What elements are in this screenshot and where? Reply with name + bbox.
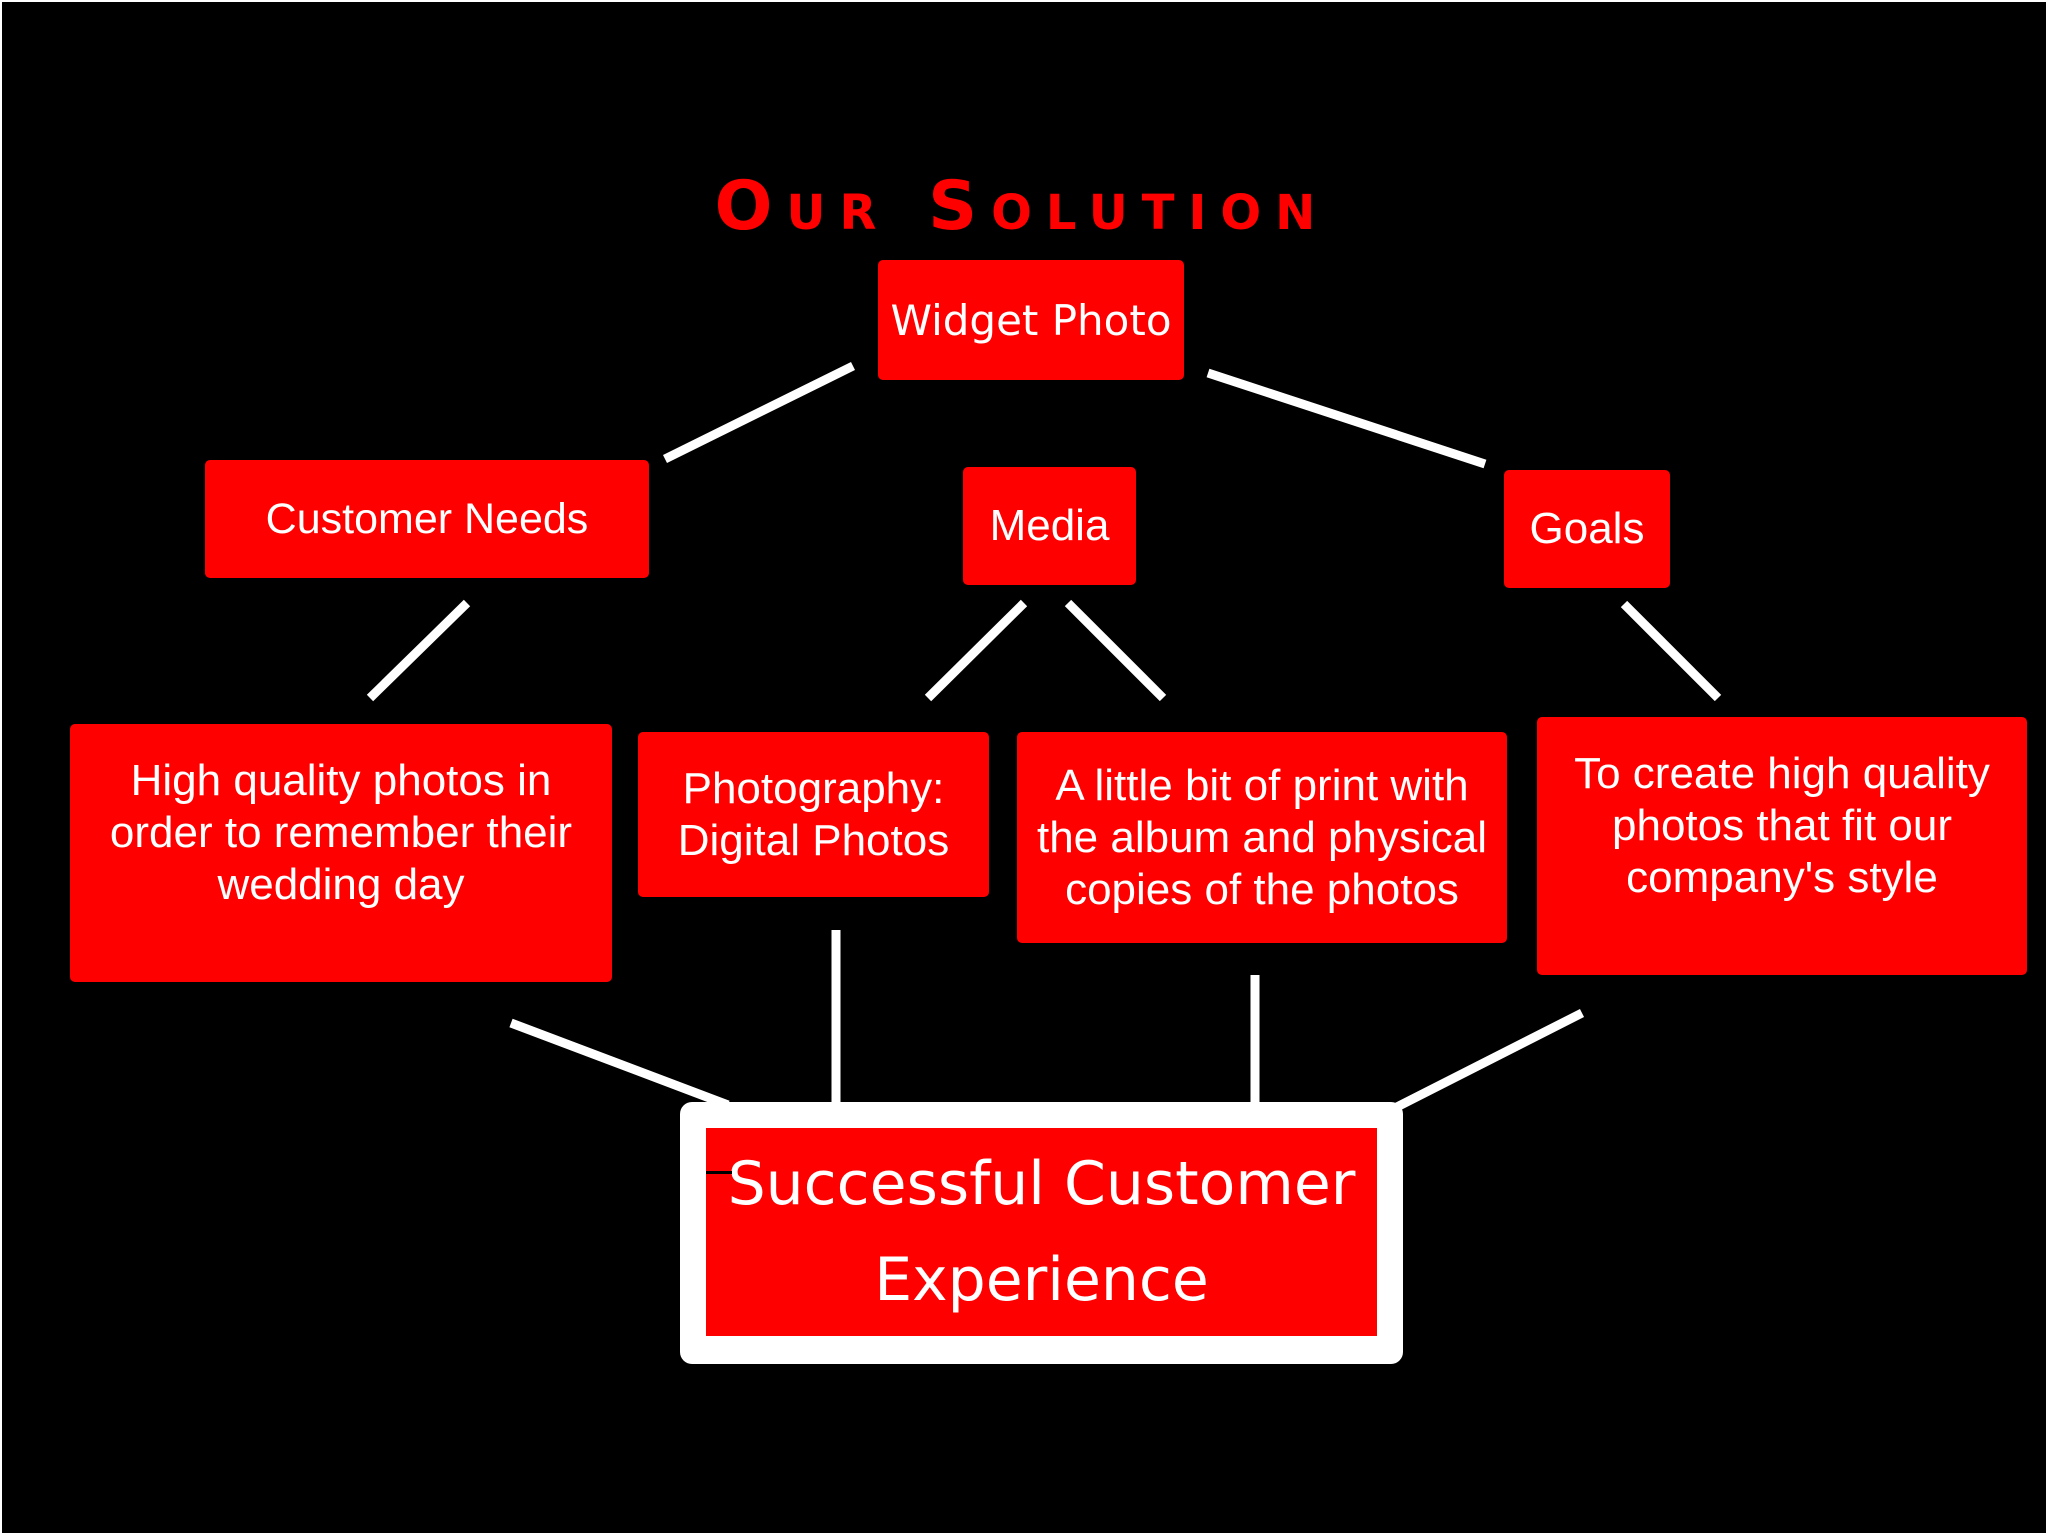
node-photography-line-2: Digital Photos bbox=[677, 815, 950, 865]
node-company-style-line-1: To create high quality bbox=[1574, 749, 1990, 798]
outcome-line-2: Experience bbox=[874, 1245, 1209, 1315]
node-company-style-line-2: photos that fit our bbox=[1612, 801, 1952, 850]
node-company-style: To create high quality photos that fit o… bbox=[1537, 717, 2027, 975]
connector-goals-to-create bbox=[1620, 600, 1722, 702]
node-print-line-2: the album and physical bbox=[1036, 812, 1488, 862]
node-high-quality-line-2: order to remember their bbox=[109, 808, 573, 857]
outcome-dash-mark bbox=[706, 1171, 732, 1174]
connector-root-to-goals bbox=[1206, 368, 1487, 469]
node-high-quality-photos: High quality photos in order to remember… bbox=[70, 724, 612, 982]
connector-create-to-outcome bbox=[1390, 1008, 1585, 1114]
slide-title: Our Solution bbox=[714, 167, 1330, 246]
connector-media-to-photography bbox=[924, 599, 1028, 702]
connector-media-to-print bbox=[1064, 599, 1167, 702]
node-successful-customer-experience: Successful Customer Experience bbox=[706, 1128, 1377, 1336]
node-photography-line-1: Photography: bbox=[682, 763, 945, 813]
node-widget-photo: Widget Photo bbox=[878, 260, 1184, 380]
node-media-label: Media bbox=[989, 501, 1110, 550]
node-print: A little bit of print with the album and… bbox=[1017, 732, 1507, 943]
node-photography: Photography: Digital Photos bbox=[638, 732, 989, 897]
node-high-quality-line-1: High quality photos in bbox=[130, 756, 552, 805]
connector-high-quality-to-outcome bbox=[509, 1018, 730, 1110]
node-media: Media bbox=[963, 467, 1136, 585]
node-goals-label: Goals bbox=[1529, 504, 1645, 553]
node-goals: Goals bbox=[1504, 470, 1670, 588]
node-widget-photo-label: Widget Photo bbox=[890, 295, 1172, 345]
node-print-line-1: A little bit of print with bbox=[1055, 760, 1469, 810]
connector-root-to-customer-needs bbox=[663, 361, 855, 464]
node-print-line-3: copies of the photos bbox=[1065, 864, 1459, 914]
node-high-quality-line-3: wedding day bbox=[217, 860, 465, 909]
outcome-line-1: Successful Customer bbox=[727, 1149, 1356, 1219]
connector-customer-needs-to-high-quality bbox=[366, 599, 471, 702]
node-customer-needs-label: Customer Needs bbox=[265, 494, 589, 543]
node-company-style-line-3: company's style bbox=[1626, 853, 1938, 902]
outcome-frame: Successful Customer Experience bbox=[680, 1102, 1403, 1364]
node-customer-needs: Customer Needs bbox=[205, 460, 649, 578]
